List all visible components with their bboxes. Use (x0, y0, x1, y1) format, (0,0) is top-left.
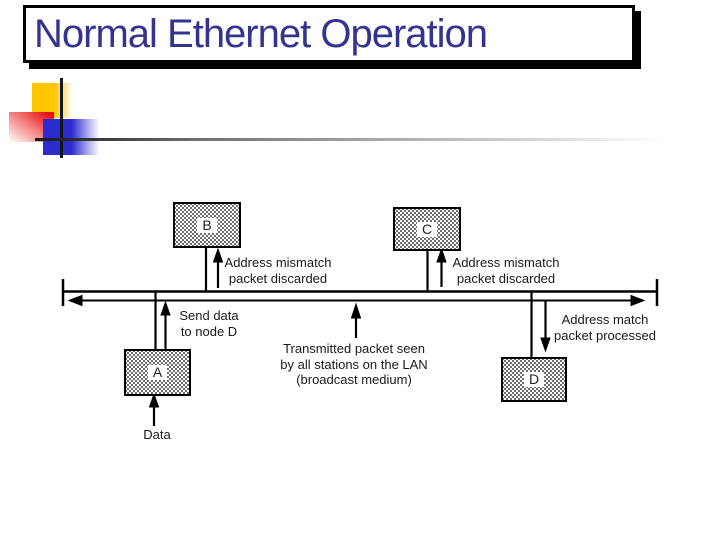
node-b-label: B (197, 217, 217, 233)
station-node-a: A (124, 349, 191, 396)
label-address-match: Address match packet processed (554, 312, 656, 343)
node-c-label: C (416, 221, 438, 237)
node-a-send-arrowhead (160, 300, 171, 316)
decor-vertical-line (60, 78, 63, 158)
broadcast-left-arrowhead (67, 294, 83, 307)
node-c-discard-arrowhead (436, 247, 447, 263)
label-broadcast-medium: Transmitted packet seen by all stations … (280, 341, 428, 387)
decorative-corner-art (0, 70, 720, 170)
node-b-discard-arrowhead (212, 247, 224, 263)
station-node-c: C (393, 207, 461, 251)
broadcast-callout-arrowhead (350, 302, 362, 319)
node-a-label: A (147, 365, 168, 380)
decor-blue-square (43, 119, 100, 155)
node-d-label: D (523, 372, 545, 387)
station-node-b: B (173, 202, 241, 248)
label-address-mismatch-b: Address mismatch packet discarded (224, 255, 332, 286)
broadcast-right-arrowhead (630, 294, 646, 307)
title-box: Normal Ethernet Operation (23, 5, 635, 63)
station-node-d: D (501, 357, 567, 402)
node-d-receive-arrowhead (540, 337, 551, 353)
decor-horizontal-rule (35, 138, 670, 141)
data-input-arrowhead (148, 392, 160, 408)
page-title: Normal Ethernet Operation (34, 11, 488, 56)
label-data-input: Data (143, 427, 171, 442)
label-send-data: Send data to node D (179, 308, 239, 339)
label-address-mismatch-c: Address mismatch packet discarded (452, 255, 560, 286)
